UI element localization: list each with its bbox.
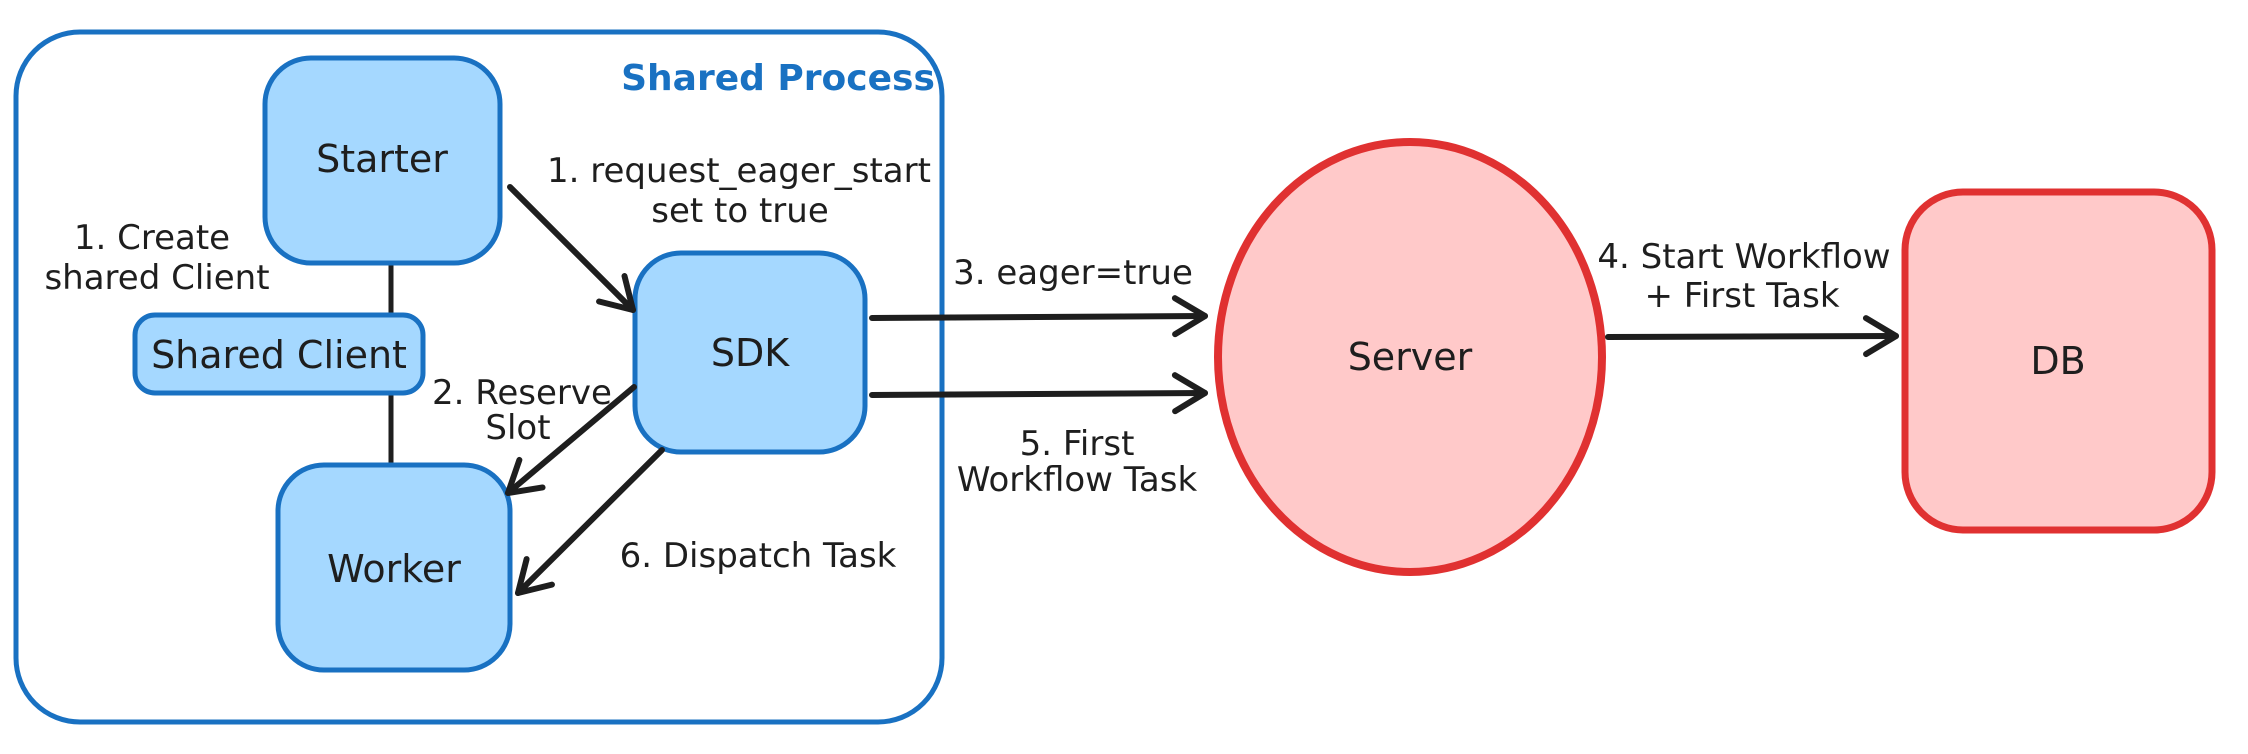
annotation-create-shared-client-line2: shared Client [44, 258, 269, 298]
annotation-request-eager-start-line1: 1. request_eager_start [547, 151, 931, 191]
worker-label: Worker [327, 547, 461, 591]
annotation-start-workflow-line2: + First Task [1644, 276, 1839, 316]
shared-process-container [13, 29, 945, 725]
arrow-sdk-to-worker-reserve [504, 384, 637, 496]
annotation-dispatch-task: 6. Dispatch Task [620, 536, 897, 576]
shared-client-node [132, 312, 426, 396]
annotation-request-eager-start-line2: set to true [651, 191, 829, 231]
arrow-starter-to-sdk [507, 184, 636, 313]
sdk-label: SDK [711, 331, 790, 375]
arrow-sdk-to-server-first-task [869, 372, 1208, 415]
annotation-reserve-slot-line2: Slot [485, 408, 550, 448]
arrow-sdk-to-server-eager [869, 295, 1208, 338]
shared-process-label: Shared Process [621, 58, 935, 99]
server-node [1214, 138, 1606, 576]
arrow-sdk-to-worker-dispatch [515, 447, 665, 596]
starter-node [262, 55, 503, 266]
annotation-start-workflow-line1: 4. Start Workflow [1597, 237, 1890, 277]
annotation-first-workflow-task-line2: Workflow Task [957, 460, 1198, 500]
shared-client-label: Shared Client [151, 333, 407, 377]
worker-node [275, 462, 513, 673]
annotation-create-shared-client-line1: 1. Create [74, 218, 230, 258]
starter-label: Starter [316, 137, 448, 181]
annotation-first-workflow-task-line1: 5. First [1020, 424, 1135, 464]
server-label: Server [1348, 335, 1473, 379]
db-node [1901, 188, 2216, 534]
annotation-eager-true: 3. eager=true [953, 253, 1193, 293]
annotation-reserve-slot-line1: 2. Reserve [432, 373, 612, 413]
db-label: DB [2030, 339, 2085, 383]
sdk-node [632, 250, 868, 455]
arrow-server-to-db [1605, 315, 1899, 358]
